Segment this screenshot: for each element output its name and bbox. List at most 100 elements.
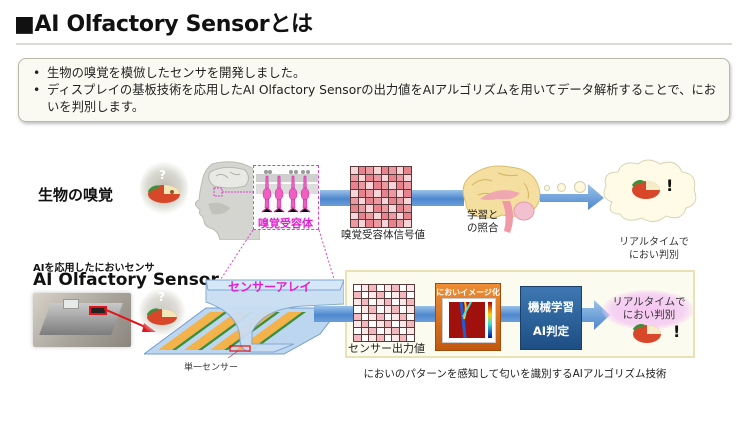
heatmap-cell bbox=[381, 212, 389, 220]
heatmap-cell bbox=[381, 189, 389, 197]
exclamation-mark: ! bbox=[666, 176, 674, 195]
heatmap-cell bbox=[399, 320, 407, 327]
device-component bbox=[63, 299, 79, 309]
heatmap-cell bbox=[373, 212, 381, 220]
heatmap-cell bbox=[369, 285, 376, 292]
heatmap-cell bbox=[376, 313, 384, 320]
apple-icon bbox=[147, 185, 180, 203]
heatmap-cell bbox=[384, 299, 392, 306]
apple-icon bbox=[146, 308, 177, 325]
heatmap-cell bbox=[407, 313, 414, 320]
heatmap-cell bbox=[366, 212, 373, 220]
heatmap-cell bbox=[351, 182, 358, 189]
heatmap-cell bbox=[381, 167, 389, 174]
heatmap-cell bbox=[392, 327, 399, 334]
heatmap-cell bbox=[392, 299, 399, 306]
heatmap-cell bbox=[407, 299, 414, 306]
heatmap-cell bbox=[381, 197, 389, 205]
flow-pipe bbox=[412, 190, 464, 206]
heatmap-cell bbox=[384, 320, 392, 327]
heatmap-cell bbox=[373, 205, 381, 212]
heatmap-cell bbox=[366, 205, 373, 212]
heatmap-cell bbox=[361, 327, 369, 334]
flow-arrow bbox=[540, 184, 604, 210]
heatmap-cell bbox=[381, 182, 389, 189]
heatmap-cell bbox=[351, 220, 358, 227]
heatmap-cell bbox=[351, 212, 358, 220]
page-title: ■AI Olfactory Sensorとは bbox=[14, 12, 313, 37]
heatmap-cell bbox=[384, 313, 392, 320]
heatmap-cell bbox=[407, 306, 414, 313]
heatmap-cell bbox=[366, 189, 373, 197]
summary-box: 生物の嗅覚を模倣したセンサを開発しました。 ディスプレイの基板技術を応用したAI… bbox=[18, 58, 730, 122]
heatmap-cell bbox=[369, 299, 376, 306]
heatmap-cell bbox=[376, 292, 384, 299]
question-mark: ? bbox=[159, 168, 166, 182]
heatmap-cell bbox=[389, 174, 396, 182]
heatmap-cell bbox=[389, 182, 396, 189]
brain-icon bbox=[462, 165, 541, 233]
heatmap-cell bbox=[369, 327, 376, 334]
heatmap-cell bbox=[407, 327, 414, 334]
heatmap-cell bbox=[396, 182, 404, 189]
odor-imaging-box: においイメージ化 bbox=[435, 283, 501, 351]
heatmap-cell bbox=[381, 205, 389, 212]
heatmap-cell bbox=[384, 334, 392, 341]
heatmap-cell bbox=[381, 174, 389, 182]
machine-learning-box: 機械学習 AI判定 bbox=[520, 286, 582, 350]
apple-question-bio: ? bbox=[140, 160, 188, 216]
heatmap-cell bbox=[392, 306, 399, 313]
apple-icon bbox=[632, 324, 661, 343]
realtime-result-oval bbox=[602, 290, 694, 330]
question-mark: ? bbox=[158, 290, 165, 304]
heatmap-cell bbox=[373, 189, 381, 197]
heatmap-cell bbox=[392, 285, 399, 292]
heatmap-cell bbox=[389, 167, 396, 174]
heatmap-cell bbox=[358, 212, 366, 220]
heatmap-cell bbox=[404, 167, 411, 174]
heatmap-cell bbox=[373, 197, 381, 205]
heatmap-cell bbox=[407, 292, 414, 299]
ai-sensor-subheading: AIを応用したにおいセンサ bbox=[33, 263, 155, 274]
learning-label-line1: 学習と bbox=[467, 209, 499, 221]
heatmap-cell bbox=[369, 306, 376, 313]
heatmap-cell bbox=[366, 197, 373, 205]
heatmap-cell bbox=[354, 327, 361, 334]
heatmap-cell bbox=[389, 212, 396, 220]
result-line1: リアルタイムで bbox=[619, 237, 689, 248]
heatmap-cell bbox=[361, 306, 369, 313]
thought-bubble-small bbox=[544, 185, 550, 191]
ai-judgement-label: AI判定 bbox=[532, 324, 570, 338]
flow-pipe bbox=[501, 306, 521, 322]
heatmap-cell bbox=[404, 197, 411, 205]
heatmap-cell bbox=[361, 285, 369, 292]
receptor-label: 嗅覚受容体 bbox=[258, 217, 313, 230]
heatmap-cell bbox=[384, 292, 392, 299]
heatmap-cell bbox=[351, 189, 358, 197]
heatmap-cell bbox=[407, 320, 414, 327]
heatmap-cell bbox=[396, 174, 404, 182]
heatmap-cell bbox=[389, 220, 396, 227]
heatmap-cell bbox=[399, 334, 407, 341]
heatmap-cell bbox=[358, 205, 366, 212]
heatmap-cell bbox=[392, 334, 399, 341]
heatmap-cell bbox=[354, 306, 361, 313]
ml-label: 機械学習 bbox=[528, 300, 574, 314]
learning-match-label: 学習と の照合 bbox=[467, 209, 499, 235]
heatmap-cell bbox=[366, 220, 373, 227]
heatmap-cell bbox=[399, 306, 407, 313]
heatmap-cell bbox=[369, 320, 376, 327]
heatmap-cell bbox=[396, 197, 404, 205]
result-line1: リアルタイムで bbox=[612, 296, 686, 308]
heatmap-cell bbox=[376, 285, 384, 292]
heatmap-cell bbox=[396, 167, 404, 174]
sensor-array-label: センサーアレイ bbox=[228, 280, 312, 294]
heatmap-cell bbox=[392, 292, 399, 299]
flow-pipe bbox=[314, 306, 354, 322]
heatmap-cell bbox=[396, 212, 404, 220]
realtime-result-label-bio: リアルタイムで におい判別 bbox=[612, 236, 696, 262]
heatmap-cell bbox=[373, 220, 381, 227]
heatmap-cell bbox=[407, 334, 414, 341]
flow-arrow bbox=[582, 300, 610, 330]
heatmap-cell bbox=[369, 334, 376, 341]
